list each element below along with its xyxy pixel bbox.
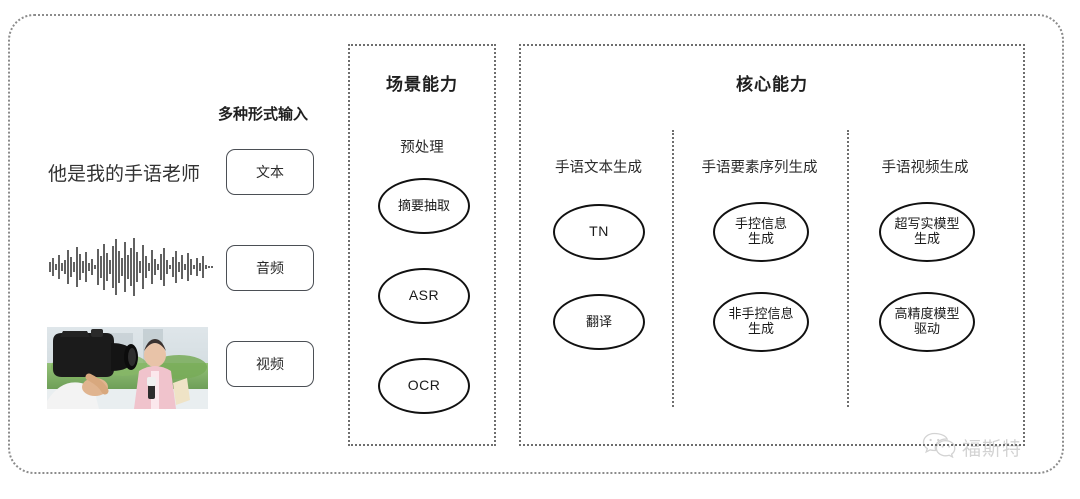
scene-capability-panel: 场景能力 预处理 摘要抽取 ASR OCR [348, 44, 496, 446]
input-chip-video[interactable]: 视频 [226, 341, 314, 387]
input-chip-audio[interactable]: 音频 [226, 245, 314, 291]
core-column-1-label: 手语文本生成 [555, 160, 642, 176]
node-summary-extraction[interactable]: 摘要抽取 [378, 178, 470, 234]
input-section-header: 多种形式输入 [218, 106, 309, 123]
node-ocr[interactable]: OCR [378, 358, 470, 414]
outer-dotted-frame [8, 14, 1064, 474]
node-manual-feature-generation[interactable]: 手控信息 生成 [713, 202, 809, 262]
input-chip-text[interactable]: 文本 [226, 149, 314, 195]
core-column-divider-2 [847, 130, 849, 407]
input-sample-text: 他是我的手语老师 [48, 164, 201, 185]
core-capability-panel: 核心能力 手语文本生成 TN 翻译 手语要素序列生成 手控信息 生成 非手控信息… [519, 44, 1025, 446]
wechat-icon [922, 432, 956, 463]
node-tn[interactable]: TN [553, 204, 645, 260]
watermark-text: 福斯特 [962, 439, 1023, 460]
scene-group-label: 预处理 [400, 140, 444, 156]
node-translation[interactable]: 翻译 [553, 294, 645, 350]
core-column-divider-1 [672, 130, 674, 407]
audio-waveform-graphic [44, 236, 216, 298]
video-thumbnail [47, 327, 208, 409]
core-column-2-label: 手语要素序列生成 [701, 160, 818, 176]
core-capability-title: 核心能力 [736, 75, 808, 94]
node-hyperrealistic-model-generation[interactable]: 超写实模型 生成 [879, 202, 975, 262]
watermark: 福斯特 [922, 432, 1022, 463]
core-column-3-label: 手语视频生成 [881, 160, 969, 176]
node-non-manual-feature-generation[interactable]: 非手控信息 生成 [713, 292, 809, 352]
scene-capability-title: 场景能力 [386, 75, 458, 94]
node-high-precision-model-driving[interactable]: 高精度模型 驱动 [879, 292, 975, 352]
node-asr[interactable]: ASR [378, 268, 470, 324]
